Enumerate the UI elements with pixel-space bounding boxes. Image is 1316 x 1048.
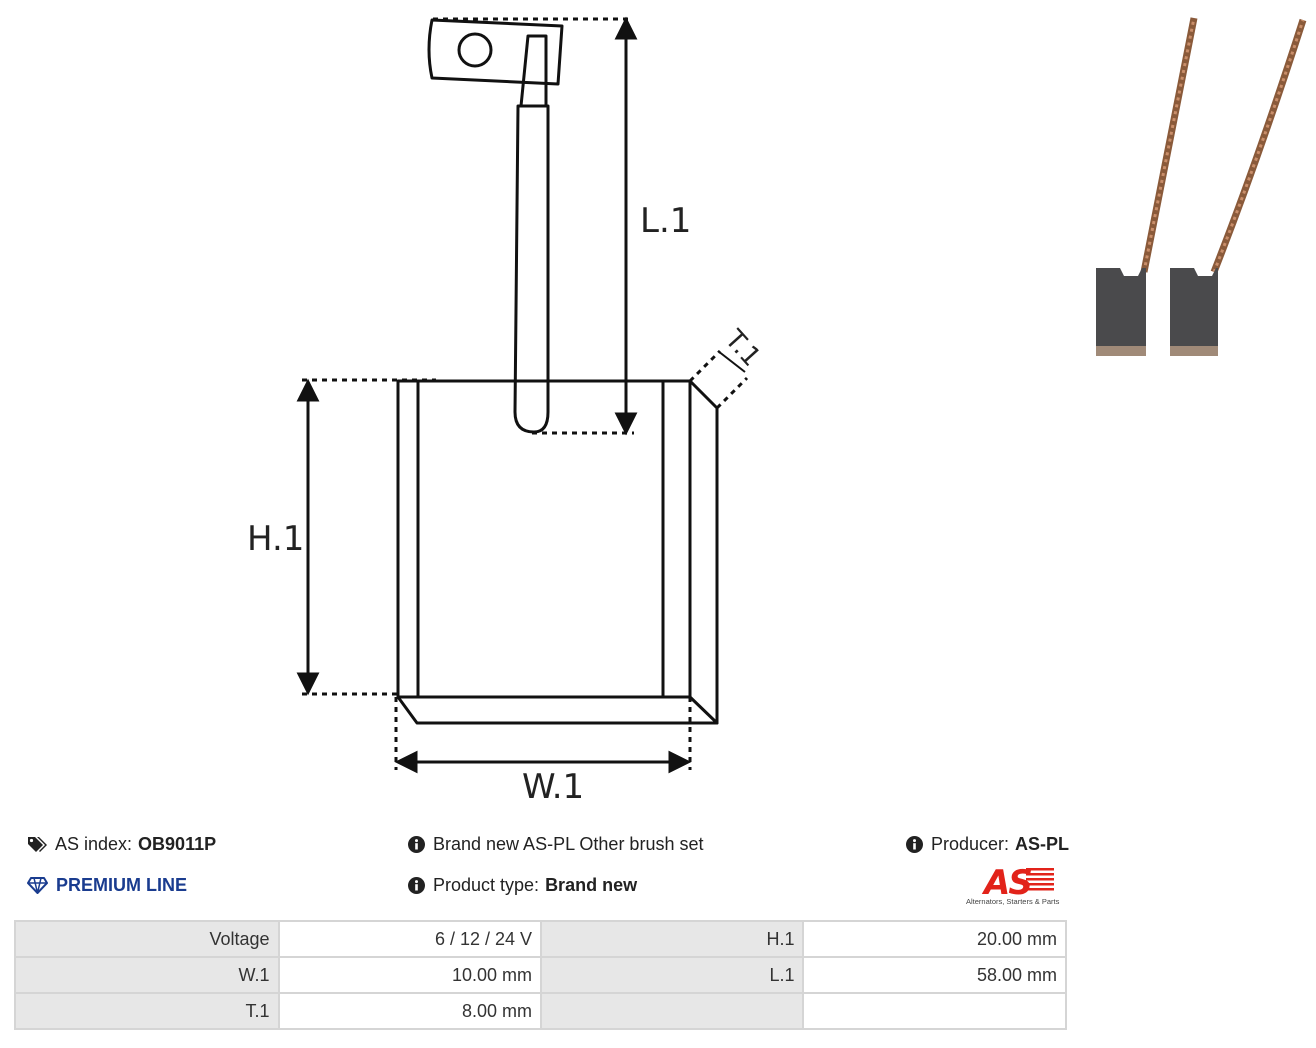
lug-hole (457, 32, 493, 68)
producer: Producer: AS-PL (906, 834, 1069, 855)
diamond-icon (27, 877, 48, 894)
table-row: Voltage 6 / 12 / 24 V H.1 20.00 mm (14, 920, 1067, 958)
label-h1: H.1 (247, 519, 304, 559)
brush-side (688, 379, 719, 725)
technical-drawing: L.1 H.1 W.1 T.1 (247, 16, 1307, 807)
as-index-label: AS index: (55, 834, 133, 854)
premium-line-badge: PREMIUM LINE (27, 875, 187, 896)
tags-icon (28, 836, 47, 852)
shunt-wire (519, 34, 548, 108)
brush-bottom (396, 695, 719, 725)
producer-value: AS-PL (1015, 834, 1070, 854)
table-row: T.1 8.00 mm (14, 992, 1067, 1030)
premium-line-text: PREMIUM LINE (56, 875, 188, 895)
info-icon (408, 836, 425, 853)
product-description: Brand new AS-PL Other brush set (408, 834, 703, 855)
spec-value (802, 992, 1067, 1030)
spec-key: W.1 (14, 956, 280, 994)
specification-table: Voltage 6 / 12 / 24 V H.1 20.00 mm W.1 1… (14, 920, 1067, 1030)
product-photo (1096, 17, 1307, 356)
table-row: W.1 10.00 mm L.1 58.00 mm (14, 956, 1067, 994)
product-type-value: Brand new (545, 875, 638, 895)
product-type-label: Product type: (433, 875, 540, 895)
label-w1: W.1 (522, 767, 584, 807)
spec-value: 58.00 mm (802, 956, 1067, 994)
info-icon (906, 836, 923, 853)
spec-key: Voltage (14, 920, 280, 958)
producer-label: Producer: (931, 834, 1010, 854)
product-type: Product type: Brand new (408, 875, 637, 896)
as-logo-mark: AS (981, 863, 1054, 903)
spec-key (540, 992, 805, 1030)
as-index: AS index: OB9011P (27, 834, 216, 855)
logo-text: AS (981, 863, 1031, 896)
description-text: Brand new AS-PL Other brush set (433, 834, 704, 854)
spec-key: H.1 (540, 920, 805, 958)
terminal-lug (427, 18, 564, 86)
spec-value: 10.00 mm (277, 956, 543, 994)
logo-tagline: Alternators, Starters & Parts (966, 897, 1060, 906)
spec-key: T.1 (14, 992, 280, 1030)
label-l1: L.1 (640, 201, 691, 241)
spec-value: 6 / 12 / 24 V (277, 920, 543, 958)
as-index-value: OB9011P (138, 834, 217, 854)
as-pl-logo: AS Alternators, Starters & Parts (962, 862, 1072, 908)
spec-value: 20.00 mm (802, 920, 1067, 958)
label-t1: T.1 (718, 324, 766, 373)
spec-value: 8.00 mm (277, 992, 543, 1030)
spec-key: L.1 (540, 956, 805, 994)
info-icon (408, 877, 425, 894)
brush-body (396, 379, 692, 699)
